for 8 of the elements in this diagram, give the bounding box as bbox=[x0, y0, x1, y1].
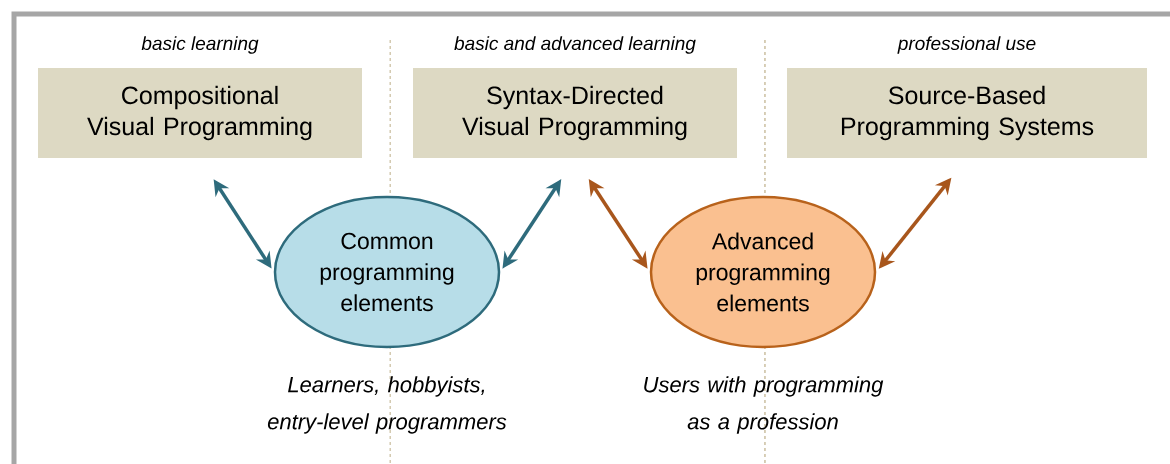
column-heading: basic and advanced learning bbox=[454, 36, 696, 54]
category-box: Source-Based Programming Systems bbox=[787, 68, 1147, 158]
column-heading: basic learning bbox=[141, 36, 259, 54]
audience-caption: Learners, hobbyists, entry-level programmers bbox=[267, 376, 507, 434]
column-heading: professional use bbox=[897, 36, 1036, 54]
category-box: Compositional Visual Programming bbox=[38, 68, 362, 158]
audience-caption: Users with programming as a profession bbox=[644, 376, 884, 434]
category-box: Syntax-Directed Visual Programming bbox=[413, 68, 737, 158]
